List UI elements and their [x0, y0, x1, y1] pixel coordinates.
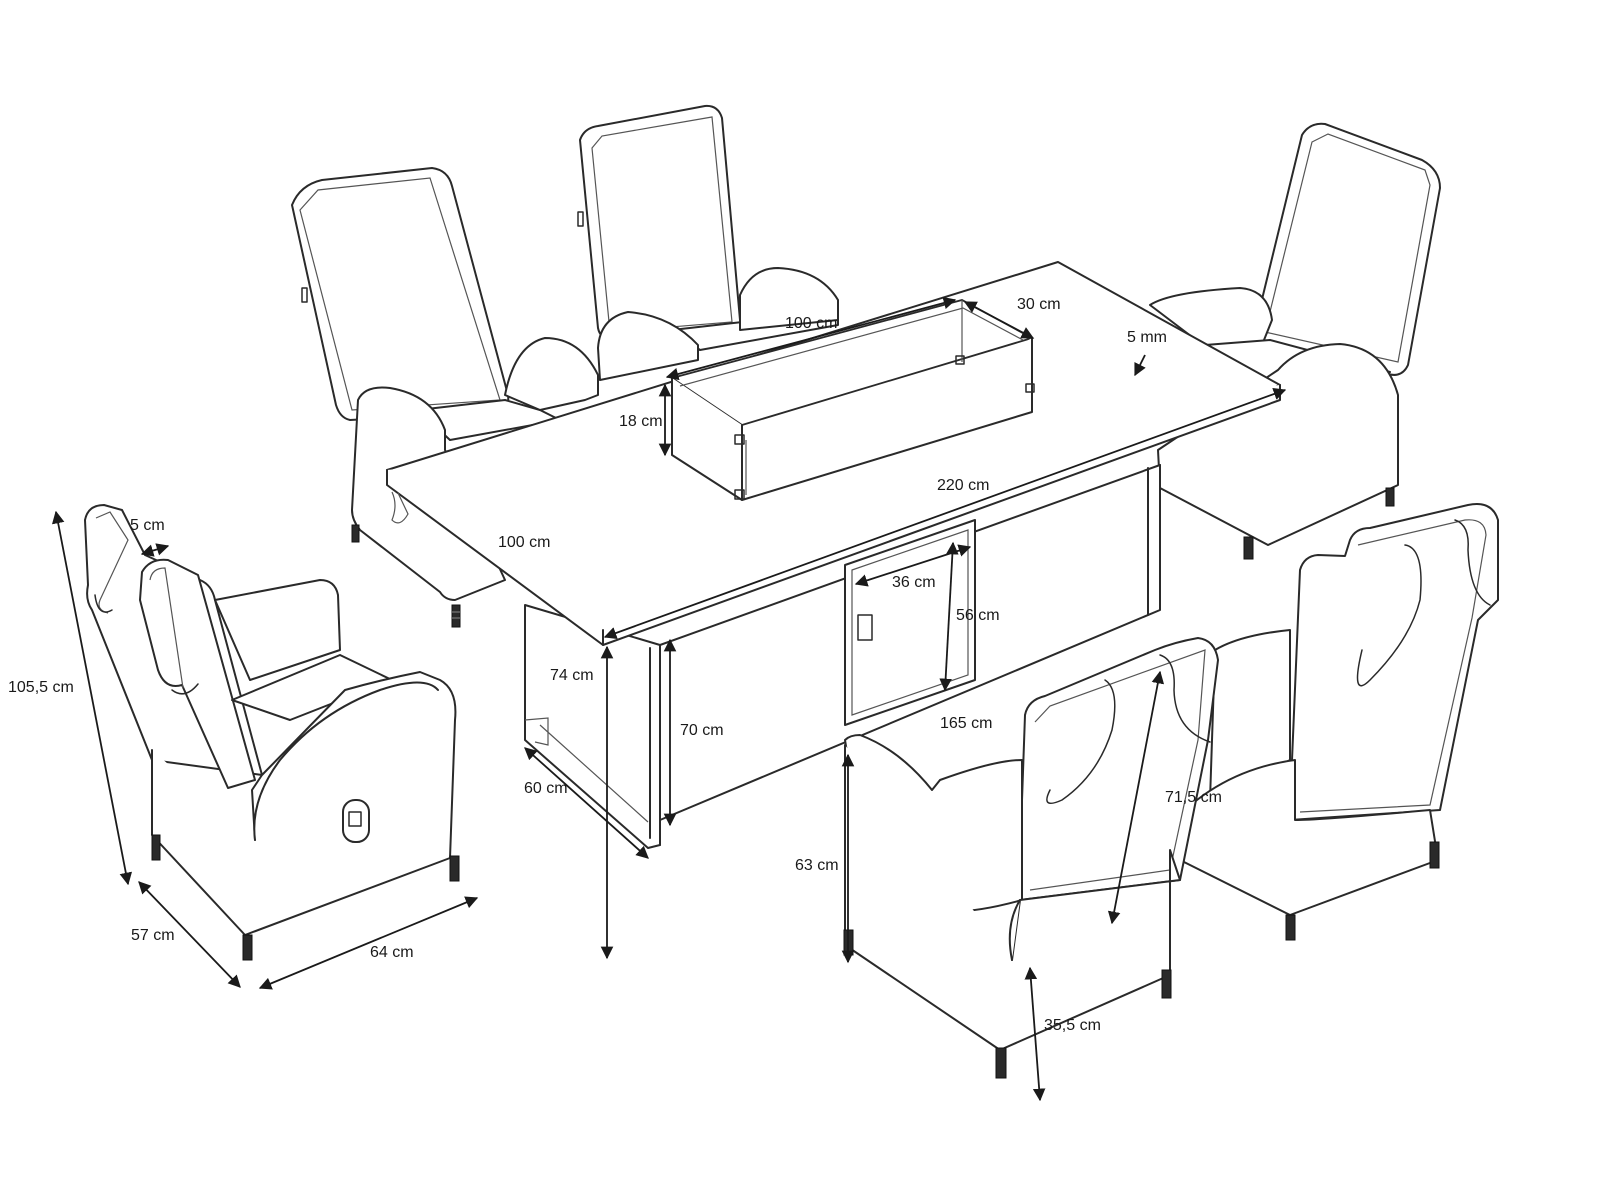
label-burner-height: 18 cm [619, 413, 663, 430]
chair-leg [1243, 536, 1254, 560]
dimension-lines [51, 296, 1287, 1102]
dim-burner-length [665, 296, 957, 381]
dimension-labels: 100 cm 30 cm 5 mm 18 cm 220 cm 100 cm 36… [8, 296, 1222, 1034]
label-glass-thickness: 5 mm [1127, 329, 1167, 346]
label-cabinet-length: 165 cm [940, 715, 992, 732]
dim-chair-height [51, 510, 133, 886]
chair-leg [242, 934, 253, 961]
recline-handle-icon [342, 799, 370, 843]
chair-back-middle [577, 104, 839, 381]
label-table-width: 100 cm [498, 534, 550, 551]
dim-backrest-height [1107, 670, 1165, 925]
dim-chair-width [258, 896, 479, 990]
label-cabinet-height: 70 cm [680, 722, 724, 739]
label-chair-height: 105,5 cm [8, 679, 74, 696]
label-backrest-height: 71,5 cm [1165, 789, 1222, 806]
chair-leg [1161, 969, 1172, 999]
dim-door-height [939, 541, 959, 692]
label-burner-width: 30 cm [1017, 296, 1061, 313]
label-seat-height: 35,5 cm [1044, 1017, 1101, 1034]
chair-leg [351, 524, 360, 543]
chair-leg [1285, 914, 1296, 941]
label-chair-depth: 57 cm [131, 927, 175, 944]
label-cabinet-depth: 60 cm [524, 780, 568, 797]
dim-seat-height [1024, 966, 1046, 1102]
dim-glass-thickness [1134, 354, 1146, 377]
label-table-height: 74 cm [550, 667, 594, 684]
dim-chair-depth [138, 881, 241, 988]
label-door-width: 36 cm [892, 574, 936, 591]
label-table-length: 220 cm [937, 477, 989, 494]
dim-cabinet-depth [524, 747, 649, 859]
label-armrest-width: 5 cm [130, 517, 165, 534]
label-door-height: 56 cm [956, 607, 1000, 624]
dim-burner-width [963, 301, 1035, 339]
chair-front-right [1169, 503, 1499, 941]
chair-leg [1385, 487, 1395, 507]
chair-leg [451, 604, 461, 628]
chair-leg [449, 855, 460, 882]
dim-table-length [603, 387, 1287, 640]
label-arm-height: 63 cm [795, 857, 839, 874]
chair-leg [1429, 841, 1440, 869]
label-burner-length: 100 cm [785, 315, 837, 332]
label-chair-width: 64 cm [370, 944, 414, 961]
chair-leg [151, 834, 161, 861]
chair-front-left [84, 504, 460, 961]
chair-leg [995, 1047, 1007, 1079]
dim-armrest-width [140, 543, 170, 557]
